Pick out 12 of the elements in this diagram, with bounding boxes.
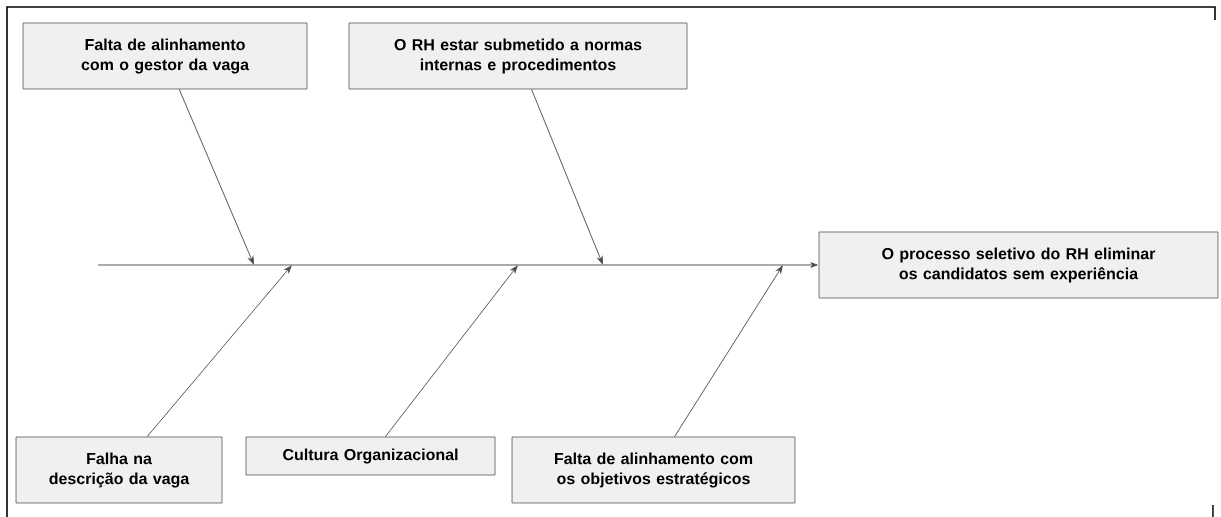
bone-arrow — [146, 265, 292, 438]
bone-arrow — [385, 265, 518, 438]
bone-arrow — [531, 88, 603, 265]
cause-box: Falta de alinhamento com os objetivos estratégicos — [511, 436, 796, 504]
bone-arrow — [178, 88, 254, 265]
cause-box: Cultura Organizacional — [245, 436, 496, 476]
bone-arrow — [674, 265, 783, 438]
cause-box: O RH estar submetido a normas internas e procedimentos — [348, 22, 688, 90]
cause-box: Falha na descrição da vaga — [15, 436, 223, 504]
cause-box: Falta de alinhamento com o gestor da vaga — [22, 22, 308, 90]
spine-arrow — [97, 262, 818, 268]
cause-box: O processo seletivo do RH eliminar os candidatos sem experiência — [818, 231, 1219, 299]
